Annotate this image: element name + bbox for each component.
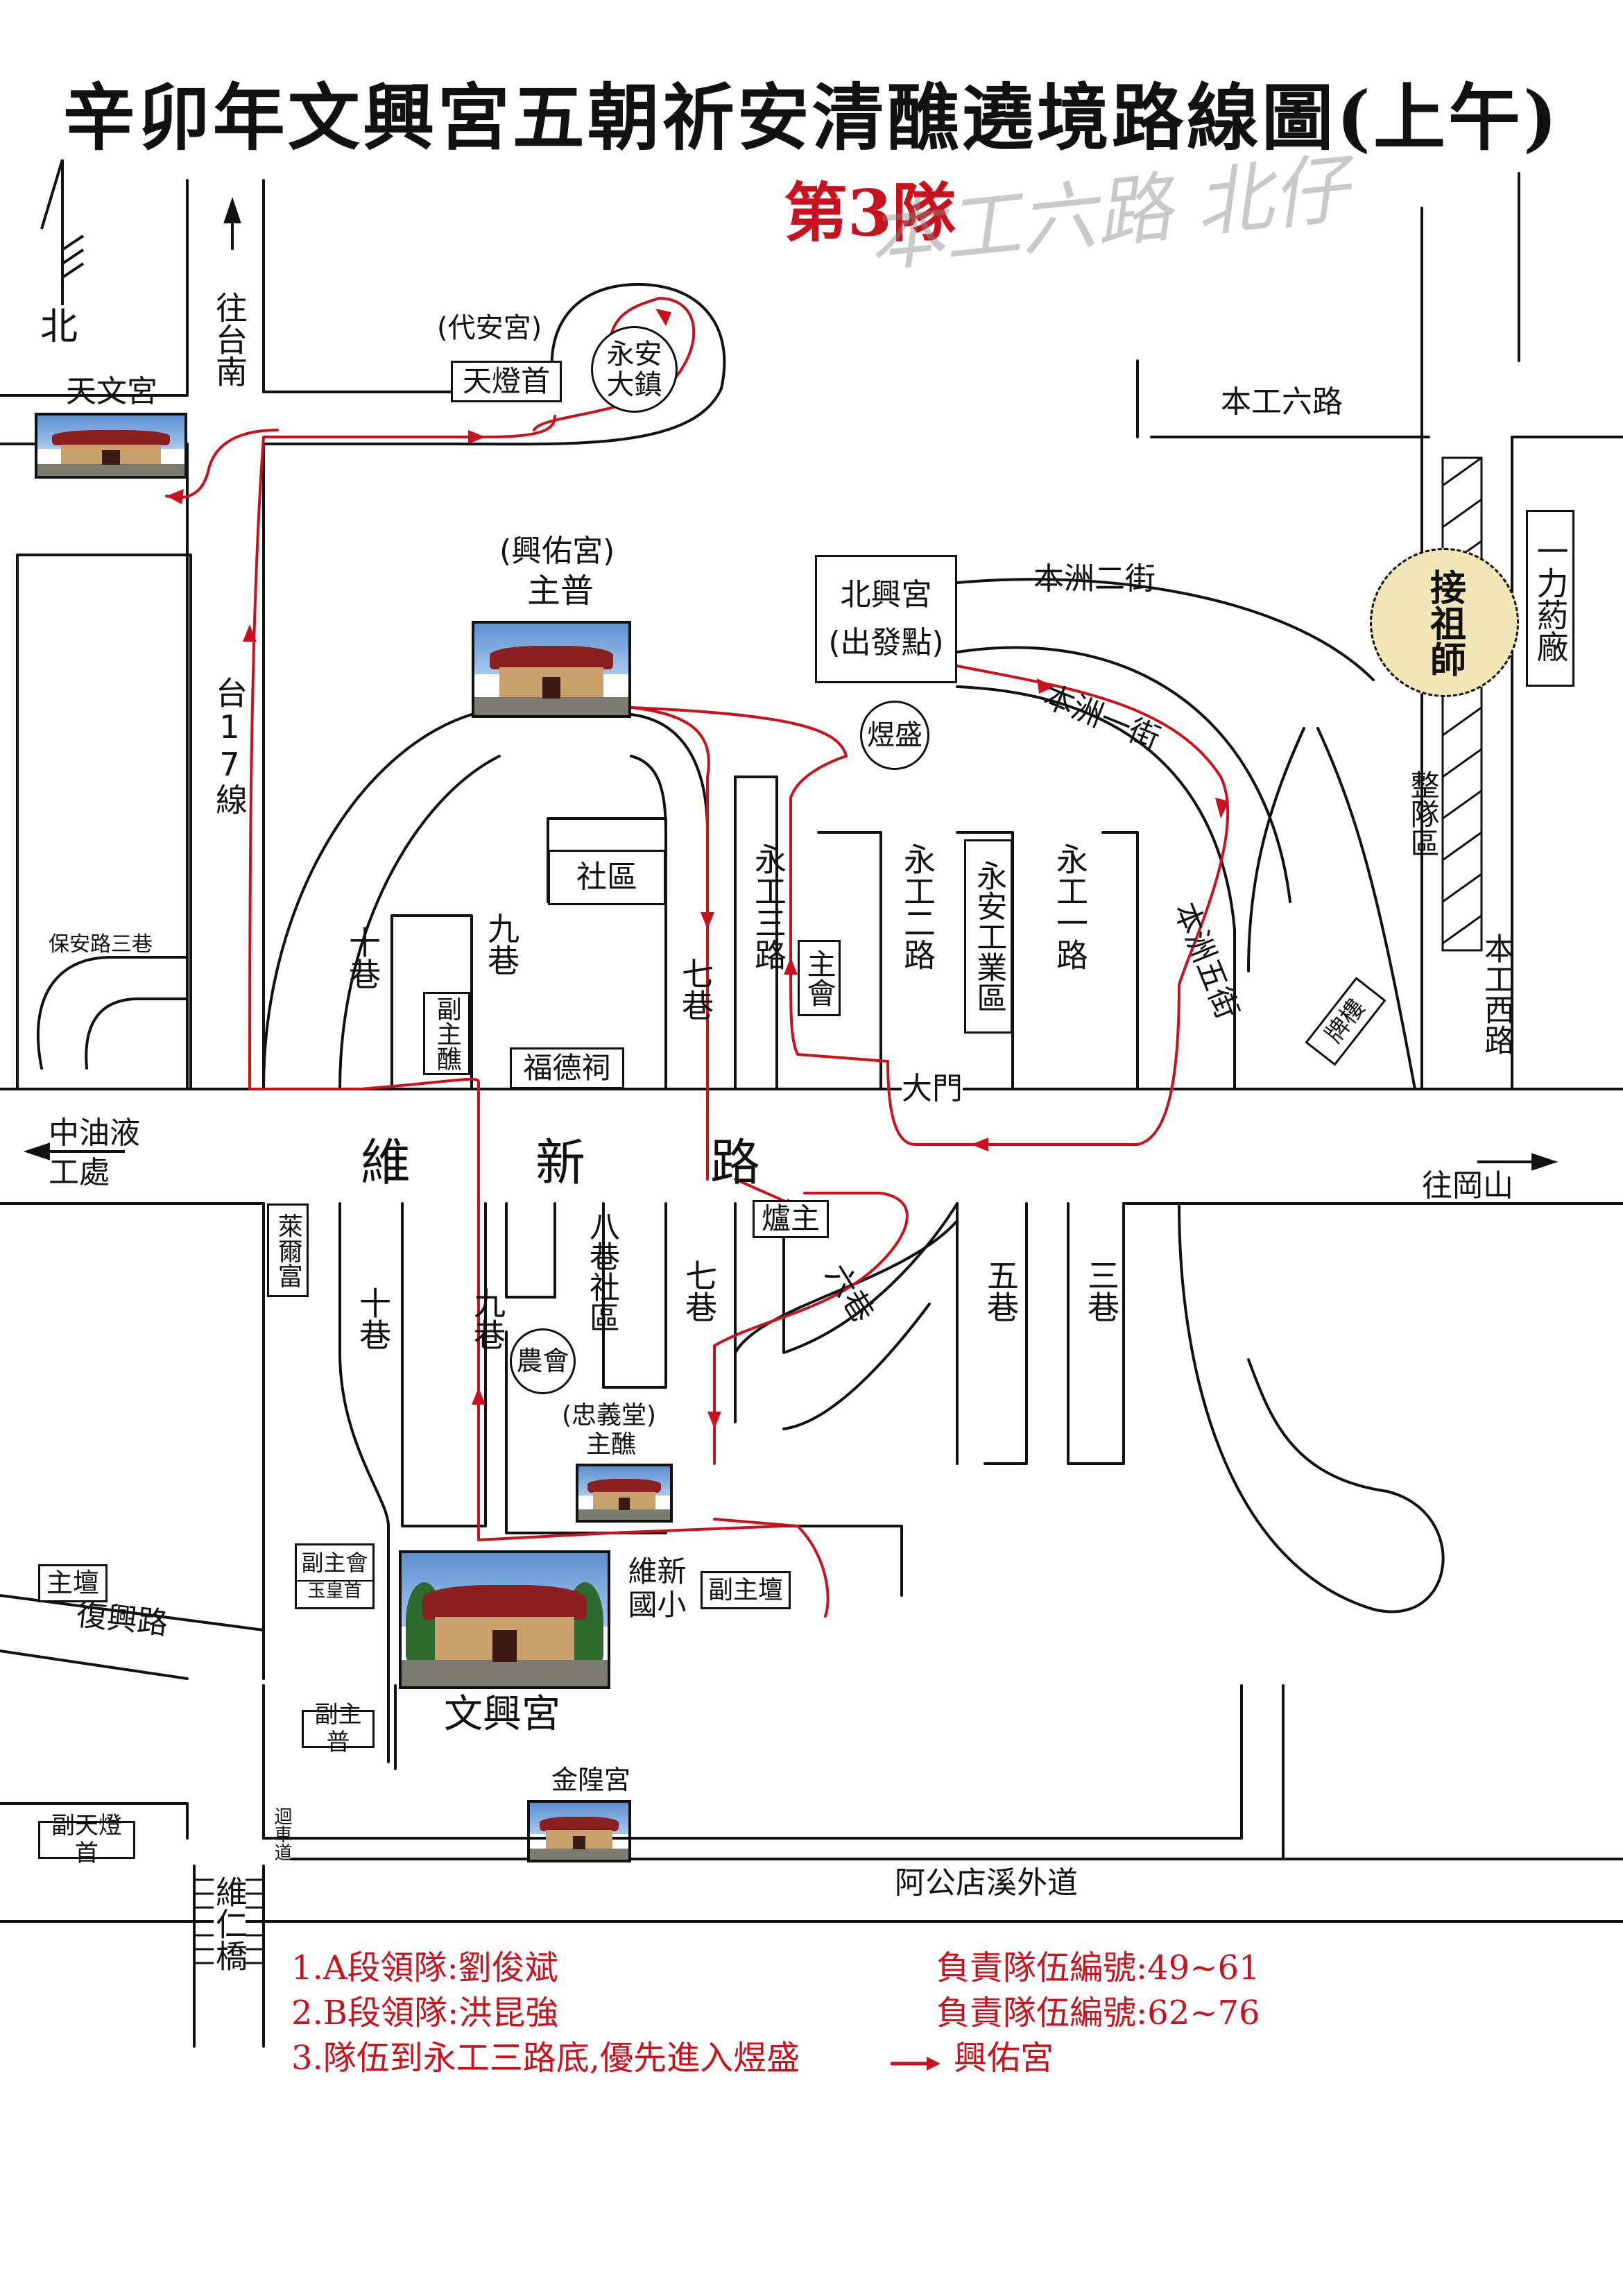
yongan-industrial-label: 永安工業區	[971, 860, 1007, 1013]
road-lane7-south: 七巷	[680, 1259, 718, 1323]
yili-factory-box: 一力葯廠	[1526, 510, 1574, 687]
road-agongdian: 阿公店溪外道	[895, 1865, 1078, 1901]
road-lane10-north: 十巷	[344, 926, 381, 990]
fuzhuhui-box: 副主會 玉皇首	[295, 1543, 375, 1609]
staging-area-hatch	[1441, 456, 1483, 952]
fuzhutan-label: 副主壇	[707, 1575, 783, 1604]
note-3-right: 興佑宮	[954, 2039, 1054, 2077]
zhujiao-label: 主醮	[586, 1430, 637, 1459]
nonghui-label: 農會	[516, 1345, 569, 1376]
weixin-school-label: 維新國小	[628, 1554, 687, 1622]
road-lane9-south: 九巷	[469, 1287, 506, 1351]
note-2-right: 負責隊伍編號:62~76	[936, 1994, 1260, 2032]
jinhuang-label: 金隍宮	[551, 1765, 631, 1795]
zhongyi-paren: (忠義堂)	[562, 1401, 657, 1430]
futiandeng-box: 副天燈首	[38, 1813, 135, 1867]
zhongyi-hall-photo	[576, 1464, 673, 1523]
beixing-label: 北興宮	[840, 576, 932, 612]
tianwen-label: 天文宮	[66, 374, 157, 409]
yongan-industrial-box: 永安工業區	[964, 839, 1013, 1034]
north-arrow-icon	[40, 159, 85, 305]
yili-factory-label: 一力葯廠	[1531, 534, 1570, 662]
xingyou-paren: (興佑宮)	[499, 533, 615, 569]
luzhu-box: 爐主	[753, 1200, 829, 1238]
staging-area-label: 整隊區	[1406, 770, 1440, 857]
arrow-icon	[891, 2057, 941, 2071]
yongan-dazhen-label: 永安大鎮	[606, 338, 662, 401]
road-weixin: 維新路	[361, 1133, 886, 1192]
note-2-left: 2.B段領隊:洪昆強	[291, 1994, 559, 2032]
arrow-left-icon	[23, 1142, 125, 1160]
luzhu-label: 爐主	[761, 1201, 820, 1236]
yuhuangshou-label: 玉皇首	[297, 1579, 372, 1602]
xingyou-temple-photo	[472, 621, 631, 718]
map-title: 辛卯年文興宮五朝祈安清醮遶境路線圖(上午)	[62, 75, 1561, 160]
road-bengong6: 本工六路	[1221, 384, 1343, 420]
note-1-left: 1.A段領隊:劉俊斌	[291, 1948, 558, 1987]
note-3-left: 3.隊伍到永工三路底,優先進入煜盛	[291, 2039, 800, 2077]
tianwen-temple-photo	[35, 413, 187, 479]
fuzhujiao-label: 副主醮	[432, 996, 461, 1071]
road-network	[0, 172, 1623, 2048]
zhutan-box: 主壇	[38, 1564, 108, 1602]
road-lane3: 三巷	[1083, 1259, 1120, 1323]
fudeci-box: 福德祠	[510, 1047, 624, 1089]
north-label: 北	[40, 305, 78, 348]
arrow-up-icon	[223, 196, 241, 250]
fuzhupu-label: 副主普	[314, 1701, 362, 1756]
zhutan-label: 主壇	[46, 1567, 99, 1598]
fuzhujiao-box: 副主醮	[423, 992, 470, 1075]
zhupu-label: 主普	[527, 572, 594, 610]
start-point-label: (出發點)	[828, 624, 944, 660]
road-benzhou2: 本洲二街	[1033, 561, 1156, 597]
road-to-gangshan: 往岡山	[1422, 1168, 1513, 1203]
shequ-box: 社區	[548, 850, 666, 905]
wenxing-label: 文興宮	[444, 1692, 560, 1737]
road-lane7-north: 七巷	[677, 957, 714, 1021]
nonghui-circle: 農會	[510, 1328, 576, 1394]
yongan-dazhen-circle: 永安大鎮	[591, 326, 678, 413]
road-yonggong3: 永工三路	[750, 843, 787, 970]
jiezushi-circle: 接祖師	[1370, 548, 1519, 697]
road-tai17: 台17線	[211, 676, 248, 815]
zhuhui-box: 主會	[798, 940, 841, 1016]
wenxing-temple-photo	[399, 1550, 610, 1689]
jinhuang-temple-photo	[527, 1800, 631, 1862]
yusheng-circle: 煜盛	[860, 701, 929, 770]
beixing-box: 北興宮 (出發點)	[815, 555, 957, 683]
road-huiche: 迴車道	[271, 1807, 292, 1861]
team-label: 第3隊	[784, 175, 956, 250]
yusheng-label: 煜盛	[867, 719, 922, 751]
laierfu-label: 萊爾富	[273, 1213, 302, 1288]
tiandeng-shou-label: 天燈首	[462, 363, 550, 398]
road-damen: 大門	[902, 1071, 963, 1107]
shequ-label: 社區	[576, 859, 637, 895]
road-zhongyou: 中油液工處	[49, 1115, 140, 1191]
zhuhui-label: 主會	[802, 949, 837, 1007]
road-baoan3: 保安路三巷	[49, 932, 153, 957]
futiandeng-label: 副天燈首	[51, 1812, 122, 1867]
arrow-right-icon	[1477, 1153, 1558, 1171]
road-yonggong1: 永工一路	[1051, 843, 1089, 970]
fuzhuhui-label: 副主會	[301, 1550, 368, 1577]
road-lane9-north: 九巷	[483, 912, 520, 976]
jiezushi-label: 接祖師	[1423, 568, 1466, 677]
road-lane10-south: 十巷	[354, 1287, 392, 1351]
tiandeng-shou-box: 天燈首	[451, 361, 562, 402]
road-to-tainan: 往台南	[211, 291, 248, 387]
procession-route	[165, 297, 1230, 1618]
note-1-right: 負責隊伍編號:49~61	[936, 1948, 1260, 1987]
road-lane8: 八巷社區	[584, 1210, 619, 1333]
road-bengong-west: 本工西路	[1479, 933, 1514, 1055]
road-weiren-bridge: 維仁橋	[211, 1873, 248, 1974]
laierfu-box: 萊爾富	[267, 1203, 309, 1297]
road-yonggong2: 永工二路	[899, 843, 936, 970]
weixin-school-box: 維新國小	[614, 1547, 701, 1630]
daian-paren: (代安宮)	[437, 312, 542, 344]
road-lane5: 五巷	[982, 1259, 1020, 1323]
fuzhupu-box: 副主普	[302, 1702, 375, 1756]
fudeci-label: 福德祠	[523, 1050, 611, 1085]
fuzhutan-box: 副主壇	[701, 1571, 791, 1609]
